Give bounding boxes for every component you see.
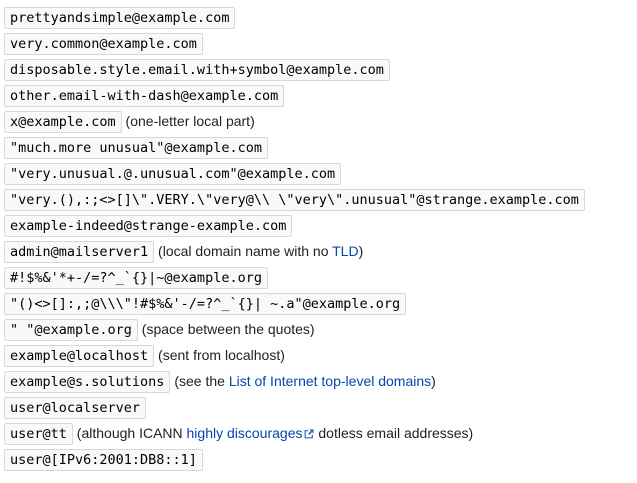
external-link[interactable]: highly discourages	[187, 425, 315, 441]
list-item: "very.(),:;<>[]\".VERY.\"very@\\ \"very\…	[4, 189, 633, 211]
list-item: "()<>[]:,;@\\\"!#$%&'-/=?^_`{}| ~.a"@exa…	[4, 293, 633, 315]
list-item: "very.unusual.@.unusual.com"@example.com	[4, 163, 633, 185]
email-address-code: very.common@example.com	[4, 33, 203, 55]
list-item: user@tt (although ICANN highly discourag…	[4, 423, 633, 445]
email-address-code: example@localhost	[4, 345, 155, 367]
annotation-text: (sent from localhost)	[154, 347, 285, 363]
email-address-code: "very.unusual.@.unusual.com"@example.com	[4, 163, 342, 185]
email-address-code: user@localserver	[4, 397, 147, 419]
list-item: admin@mailserver1 (local domain name wit…	[4, 241, 633, 263]
annotation-text: (local domain name with no	[154, 243, 333, 259]
list-item: user@localserver	[4, 397, 633, 419]
email-address-code: x@example.com	[4, 111, 122, 133]
email-address-code: other.email-with-dash@example.com	[4, 85, 285, 107]
email-address-code: " "@example.org	[4, 319, 138, 341]
annotation-text: )	[431, 373, 436, 389]
wiki-link[interactable]: List of Internet top-level domains	[228, 373, 432, 389]
annotation-text: (space between the quotes)	[137, 321, 315, 337]
list-item: prettyandsimple@example.com	[4, 7, 633, 29]
email-address-code: "much.more unusual"@example.com	[4, 137, 268, 159]
external-link-icon	[304, 425, 315, 441]
list-item: example@localhost (sent from localhost)	[4, 345, 633, 367]
list-item: #!$%&'*+-/=?^_`{}|~@example.org	[4, 267, 633, 289]
list-item: other.email-with-dash@example.com	[4, 85, 633, 107]
email-address-code: admin@mailserver1	[4, 241, 155, 263]
list-item: very.common@example.com	[4, 33, 633, 55]
email-address-code: "()<>[]:,;@\\\"!#$%&'-/=?^_`{}| ~.a"@exa…	[4, 293, 407, 315]
email-address-code: user@[IPv6:2001:DB8::1]	[4, 449, 203, 471]
email-address-code: user@tt	[4, 423, 73, 445]
list-item: example@s.solutions (see the List of Int…	[4, 371, 633, 393]
list-item: user@[IPv6:2001:DB8::1]	[4, 449, 633, 471]
annotation-text: (although ICANN	[72, 425, 187, 441]
email-address-code: prettyandsimple@example.com	[4, 7, 236, 29]
annotation-text: )	[358, 243, 364, 259]
email-address-code: example-indeed@strange-example.com	[4, 215, 293, 237]
list-item: disposable.style.email.with+symbol@examp…	[4, 59, 633, 81]
list-item: x@example.com (one-letter local part)	[4, 111, 633, 133]
email-address-code: "very.(),:;<>[]\".VERY.\"very@\\ \"very\…	[4, 189, 585, 211]
list-item: " "@example.org (space between the quote…	[4, 319, 633, 341]
list-item: example-indeed@strange-example.com	[4, 215, 633, 237]
email-address-code: example@s.solutions	[4, 371, 171, 393]
annotation-text: (one-letter local part)	[121, 113, 255, 129]
list-item: "much.more unusual"@example.com	[4, 137, 633, 159]
annotation-text: (see the	[170, 373, 229, 389]
annotation-text: dotless email addresses)	[314, 425, 474, 441]
email-address-code: disposable.style.email.with+symbol@examp…	[4, 59, 390, 81]
email-address-code: #!$%&'*+-/=?^_`{}|~@example.org	[4, 267, 268, 289]
wiki-link[interactable]: TLD	[332, 243, 359, 259]
